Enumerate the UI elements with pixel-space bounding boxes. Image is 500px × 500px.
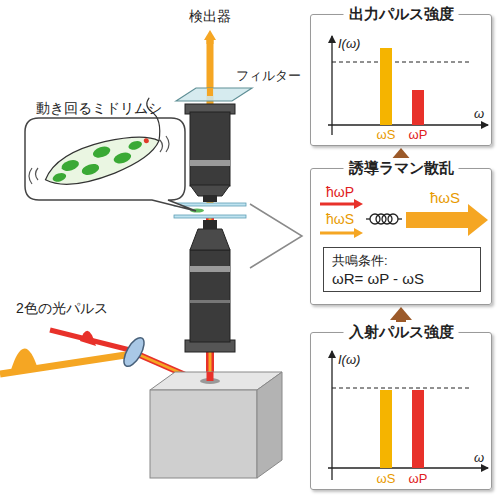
- euglena-part: [80, 162, 100, 177]
- microscope-base-part: [257, 372, 282, 478]
- filter: [176, 88, 252, 101]
- raman-process-part: [382, 214, 392, 224]
- upper-objective-part: [190, 185, 230, 196]
- upper-objective-part: [203, 195, 217, 202]
- input-beams-part: [10, 348, 38, 373]
- upper-objective: [185, 104, 235, 202]
- text-label: 2色の光パルス: [16, 300, 108, 316]
- euglena-part: [51, 171, 67, 183]
- filter-part: [207, 88, 213, 96]
- raman-process-part: [370, 214, 380, 224]
- text-label: I(ω): [338, 352, 360, 368]
- text-label: ωS: [377, 471, 396, 487]
- euglena-part: [40, 125, 165, 194]
- raman-process-part: [320, 232, 356, 235]
- output-spectrum-chart: [328, 36, 488, 135]
- raman-process-part: [320, 203, 356, 206]
- speech-bubble: [25, 118, 196, 211]
- text-label: 検出器: [189, 8, 231, 24]
- raman-process-part: [388, 214, 398, 224]
- text-label: ω: [474, 106, 484, 122]
- condition-text: ωR= ωP - ωS: [332, 270, 472, 287]
- panel-title: 出力パルス強度: [344, 4, 459, 24]
- lower-objective-part: [190, 250, 230, 342]
- mirror-part: [120, 335, 148, 370]
- input-beams-part: [80, 331, 96, 346]
- output-spectrum-chart-part: [328, 124, 488, 125]
- condition-text: 共鳴条件:: [332, 252, 472, 270]
- text-label: I(ω): [338, 36, 360, 52]
- text-label: ωP: [409, 127, 428, 143]
- text-label: ω: [474, 450, 484, 466]
- input-spectrum-chart-part: [412, 390, 424, 468]
- output-spectrum-chart-part: [412, 90, 424, 125]
- motion-marks-part: [29, 168, 32, 184]
- lower-objective-part: [190, 300, 230, 303]
- raman-process-part: [398, 218, 402, 219]
- upper-objective-part: [190, 112, 230, 186]
- text-label: ωP: [409, 471, 428, 487]
- condition-box: 共鳴条件:ωR= ωP - ωS: [323, 247, 481, 292]
- text-label: フィルター: [236, 68, 301, 84]
- input-spectrum-chart-part: [331, 351, 332, 480]
- sample-slide-part: [174, 215, 246, 218]
- motion-marks-part: [36, 168, 39, 180]
- input-beams-part: [50, 330, 134, 351]
- sample-slide: [174, 203, 246, 218]
- text-label: ωS: [377, 127, 396, 143]
- zoom-bracket-part: [250, 204, 302, 268]
- section-panel: 出力パルス強度: [310, 14, 492, 146]
- euglena-part: [60, 158, 80, 173]
- output-spectrum-chart-part: [332, 62, 470, 63]
- motion-marks-part: [160, 140, 163, 152]
- euglena: [31, 97, 169, 194]
- zoom-bracket: [250, 204, 302, 268]
- lower-objective-part: [190, 229, 230, 250]
- euglena-part: [127, 139, 143, 151]
- filter-part: [176, 88, 252, 101]
- input-spectrum-chart: [328, 351, 488, 480]
- panel-title: 入射パルス強度: [344, 322, 459, 342]
- raman-process: [320, 204, 488, 236]
- lower-objective-part: [190, 266, 230, 272]
- text-label: ħωS: [430, 190, 460, 206]
- panel-title: 誘導ラマン散乱: [344, 158, 459, 178]
- microscope-base-part: [207, 372, 214, 381]
- raman-process-part: [406, 204, 488, 236]
- euglena-part: [112, 150, 132, 165]
- text-label: ħωS: [326, 211, 354, 227]
- euglena-part: [143, 138, 149, 144]
- mirror: [120, 335, 148, 370]
- upper-objective-part: [190, 160, 230, 166]
- lower-objective-part: [203, 220, 217, 229]
- raman-process-part: [376, 214, 386, 224]
- input-spectrum-chart-part: [380, 390, 392, 468]
- vertical-beam-part: [207, 38, 214, 44]
- sample-slide-part: [174, 203, 246, 206]
- lower-objective: [185, 220, 235, 352]
- output-spectrum-chart-part: [380, 48, 392, 125]
- text-label: ħωP: [326, 184, 354, 200]
- motion-marks: [29, 136, 169, 184]
- microscope-base-part: [150, 390, 257, 478]
- text-label: 動き回るミドリムシ: [36, 100, 162, 116]
- output-spectrum-chart-part: [331, 36, 332, 135]
- input-spectrum-chart-part: [332, 388, 470, 389]
- motion-marks-part: [166, 136, 169, 152]
- euglena-part: [92, 145, 112, 160]
- microscope-base: [150, 372, 282, 478]
- input-spectrum-chart-part: [328, 467, 488, 468]
- speech-bubble-part: [25, 118, 196, 211]
- section-panel: 入射パルス強度: [310, 332, 492, 490]
